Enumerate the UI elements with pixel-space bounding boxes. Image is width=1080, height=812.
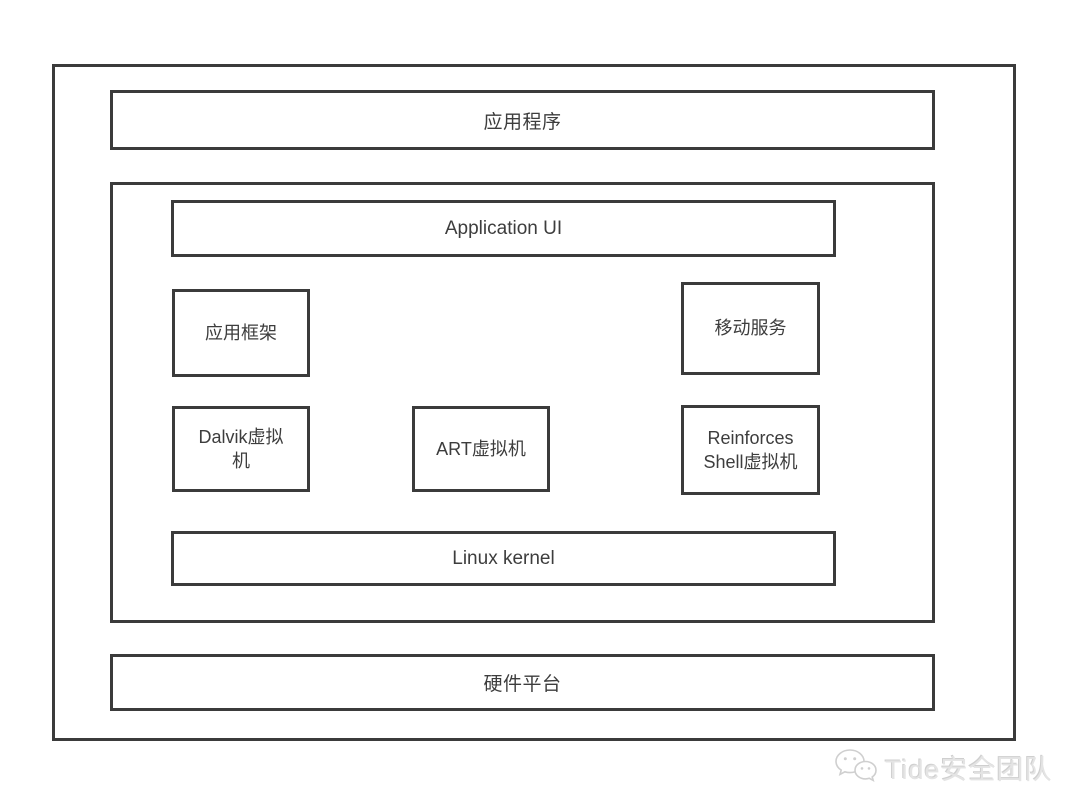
hardware-platform-box: 硬件平台 [110, 654, 935, 711]
reinforces-shell-vm-box: Reinforces Shell虚拟机 [681, 405, 820, 495]
art-vm-label: ART虚拟机 [436, 438, 526, 459]
reinforces-shell-vm-label: Reinforces Shell虚拟机 [703, 427, 798, 472]
dalvik-vm-label: Dalvik虚拟机 [198, 426, 284, 471]
application-ui-label: Application UI [444, 217, 563, 239]
watermark-text: Tide安全团队 [885, 754, 1053, 785]
application-layer-box: 应用程序 [110, 90, 935, 150]
application-ui-box: Application UI [171, 200, 836, 257]
mobile-services-label: 移动服务 [714, 318, 787, 339]
linux-kernel-label: Linux kernel [452, 547, 555, 569]
mobile-services-box: 移动服务 [681, 282, 820, 375]
app-framework-box: 应用框架 [172, 289, 310, 377]
dalvik-vm-box: Dalvik虚拟机 [172, 406, 310, 492]
app-framework-label: 应用框架 [205, 322, 277, 343]
art-vm-box: ART虚拟机 [412, 406, 550, 492]
watermark: Tide安全团队 [833, 746, 1053, 788]
hardware-platform-label: 硬件平台 [483, 674, 562, 695]
application-layer-label: 应用程序 [483, 111, 562, 133]
wechat-icon [833, 746, 879, 788]
linux-kernel-box: Linux kernel [171, 531, 836, 586]
